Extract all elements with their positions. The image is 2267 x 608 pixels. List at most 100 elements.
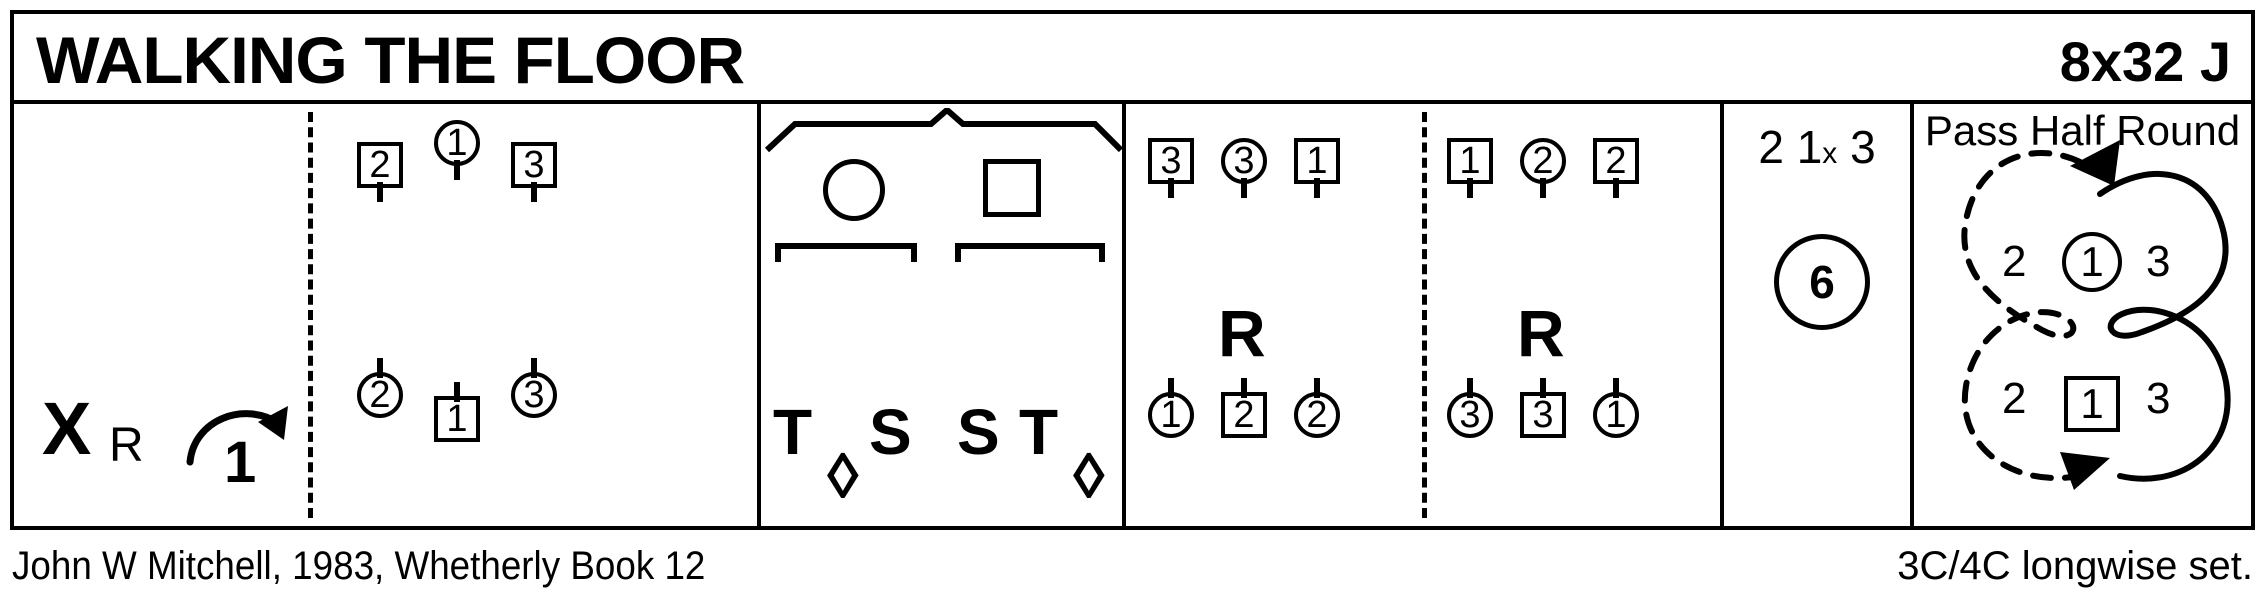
dancer-label: 3 bbox=[523, 144, 545, 186]
order-suffix: 3 bbox=[1850, 121, 1876, 173]
pass-label-top: 2 bbox=[2002, 237, 2027, 286]
dancer-tail bbox=[1613, 178, 1619, 198]
dancer-token: 1 bbox=[434, 120, 480, 180]
diamond-glyph: ◊ bbox=[1073, 440, 1105, 512]
dancer-label: 1 bbox=[2080, 380, 2104, 427]
dancer-tail bbox=[1241, 378, 1247, 398]
pass-token-top: 1 bbox=[2062, 232, 2122, 292]
dancer-token: 3 bbox=[1148, 138, 1194, 198]
pass-token-bottom: 1 bbox=[2064, 376, 2120, 432]
dancer-tail bbox=[1540, 378, 1546, 398]
order-prefix: 2 1 bbox=[1758, 121, 1823, 173]
dancer-token: 1 bbox=[1148, 378, 1194, 438]
dancer-tail bbox=[1467, 378, 1473, 398]
dashed-arrow-head bbox=[2070, 140, 2120, 186]
cell-reel-first: 3 3 1 R 1 2 bbox=[1126, 104, 1427, 526]
dancer-label: 1 bbox=[446, 398, 468, 440]
dancer-tail bbox=[1314, 178, 1320, 198]
cell-cross-and-turn: X R 1 bbox=[14, 104, 313, 526]
dancer-tail bbox=[454, 160, 460, 180]
dancer-tail bbox=[531, 358, 537, 378]
set-formation: 3C/4C longwise set. bbox=[1897, 544, 2253, 588]
crib-frame: WALKING THE FLOOR 8x32 J X R 1 bbox=[10, 10, 2255, 530]
dancer-token: 1 bbox=[1294, 138, 1340, 198]
dancer-label: 2 bbox=[1532, 140, 1554, 182]
page-title: WALKING THE FLOOR bbox=[36, 23, 745, 97]
order-cross-marker: x bbox=[1822, 137, 1838, 170]
cell-reel-second: 1 2 2 R 3 3 bbox=[1425, 104, 1724, 526]
dancer-label: 1 bbox=[1160, 394, 1182, 436]
tsst-letter-row: T ◊ S S T ◊ bbox=[761, 396, 1122, 509]
pass-half-round-label: Pass Half Round bbox=[1924, 107, 2241, 154]
dancer-tail bbox=[1540, 178, 1546, 198]
dancer-token: 2 bbox=[357, 142, 403, 202]
solid-track bbox=[2097, 170, 2231, 482]
cell-pass-half-round: Pass Half Round 2 bbox=[1914, 104, 2251, 526]
tsst-letter: S bbox=[957, 396, 1000, 468]
dancer-label: 3 bbox=[1532, 394, 1554, 436]
dancer-tail bbox=[1314, 378, 1320, 398]
tsst-letter: T bbox=[773, 396, 813, 468]
dancer-tail bbox=[1168, 178, 1174, 198]
dancer-token: 1 bbox=[434, 382, 480, 442]
dancer-token: 2 bbox=[1520, 138, 1566, 198]
pass-label-bottom: 3 bbox=[2146, 374, 2171, 423]
dancer-tail bbox=[454, 382, 460, 402]
span-bracket-icon bbox=[775, 242, 917, 269]
dancer-token: 1 bbox=[1447, 138, 1493, 198]
dancer-label: 1 bbox=[1306, 140, 1328, 182]
square-outline-icon bbox=[983, 159, 1041, 217]
figure-row: X R 1 2 1 bbox=[14, 104, 2251, 526]
dancer-tail bbox=[1168, 378, 1174, 398]
dancer-tail bbox=[377, 182, 383, 202]
dancer-label: 2 bbox=[369, 144, 391, 186]
dancer-label: 3 bbox=[1233, 140, 1255, 182]
cell-set-positions: 2 1 3 2 1 bbox=[311, 104, 761, 526]
dancer-label: 1 bbox=[1459, 140, 1481, 182]
dancer-token: 2 bbox=[1294, 378, 1340, 438]
reel-letter: R bbox=[1517, 296, 1565, 370]
dancer-label: 1 bbox=[2080, 238, 2104, 285]
dancer-label: 1 bbox=[1605, 394, 1627, 436]
dancer-label: 2 bbox=[1605, 140, 1627, 182]
dancer-token: 3 bbox=[1520, 378, 1566, 438]
cross-symbol: X bbox=[42, 387, 92, 470]
dancer-token: 3 bbox=[511, 142, 557, 202]
dancer-tail bbox=[1613, 378, 1619, 398]
dancer-token: 2 bbox=[1593, 138, 1639, 198]
bar-count: 6 bbox=[1809, 256, 1835, 308]
bar-count-badge: 6 bbox=[1774, 234, 1870, 330]
dance-meta: 8x32 J bbox=[2059, 30, 2231, 93]
dancer-tail bbox=[377, 358, 383, 378]
solid-arrow-head bbox=[2060, 452, 2110, 490]
dancer-tail bbox=[1467, 178, 1473, 198]
pass-label-top: 3 bbox=[2146, 237, 2171, 286]
order-line: 2 1x 3 bbox=[1724, 122, 1910, 179]
dancer-label: 2 bbox=[1306, 394, 1328, 436]
clockwise-arc-arrow-icon bbox=[184, 394, 304, 489]
span-bracket-icon bbox=[955, 242, 1105, 269]
dancer-label: 3 bbox=[523, 374, 545, 416]
cell-turn-set-turn: T ◊ S S T ◊ bbox=[761, 104, 1126, 526]
tsst-letter: S bbox=[869, 396, 912, 468]
circle-outline-icon bbox=[823, 159, 885, 221]
tsst-letter: T bbox=[1019, 396, 1059, 468]
peaked-span-bracket-icon bbox=[761, 106, 1126, 159]
dancer-label: 2 bbox=[369, 374, 391, 416]
dancer-tail bbox=[1241, 178, 1247, 198]
cell-order-and-bars: 2 1x 3 6 bbox=[1724, 104, 1914, 526]
reel-letter: R bbox=[1218, 296, 1266, 370]
dancer-tail bbox=[531, 182, 537, 202]
title-bar: WALKING THE FLOOR 8x32 J bbox=[14, 14, 2251, 104]
dancer-token: 1 bbox=[1593, 378, 1639, 438]
dancer-label: 3 bbox=[1459, 394, 1481, 436]
footer: John W Mitchell, 1983, Whetherly Book 12… bbox=[0, 534, 2267, 604]
turn-count: 1 bbox=[224, 430, 257, 495]
dancer-token: 2 bbox=[1221, 378, 1267, 438]
dancer-token: 3 bbox=[1221, 138, 1267, 198]
diamond-glyph: ◊ bbox=[827, 440, 859, 512]
dancer-token: 2 bbox=[357, 358, 403, 418]
pass-label-bottom: 2 bbox=[2002, 374, 2027, 423]
dancer-token: 3 bbox=[511, 358, 557, 418]
